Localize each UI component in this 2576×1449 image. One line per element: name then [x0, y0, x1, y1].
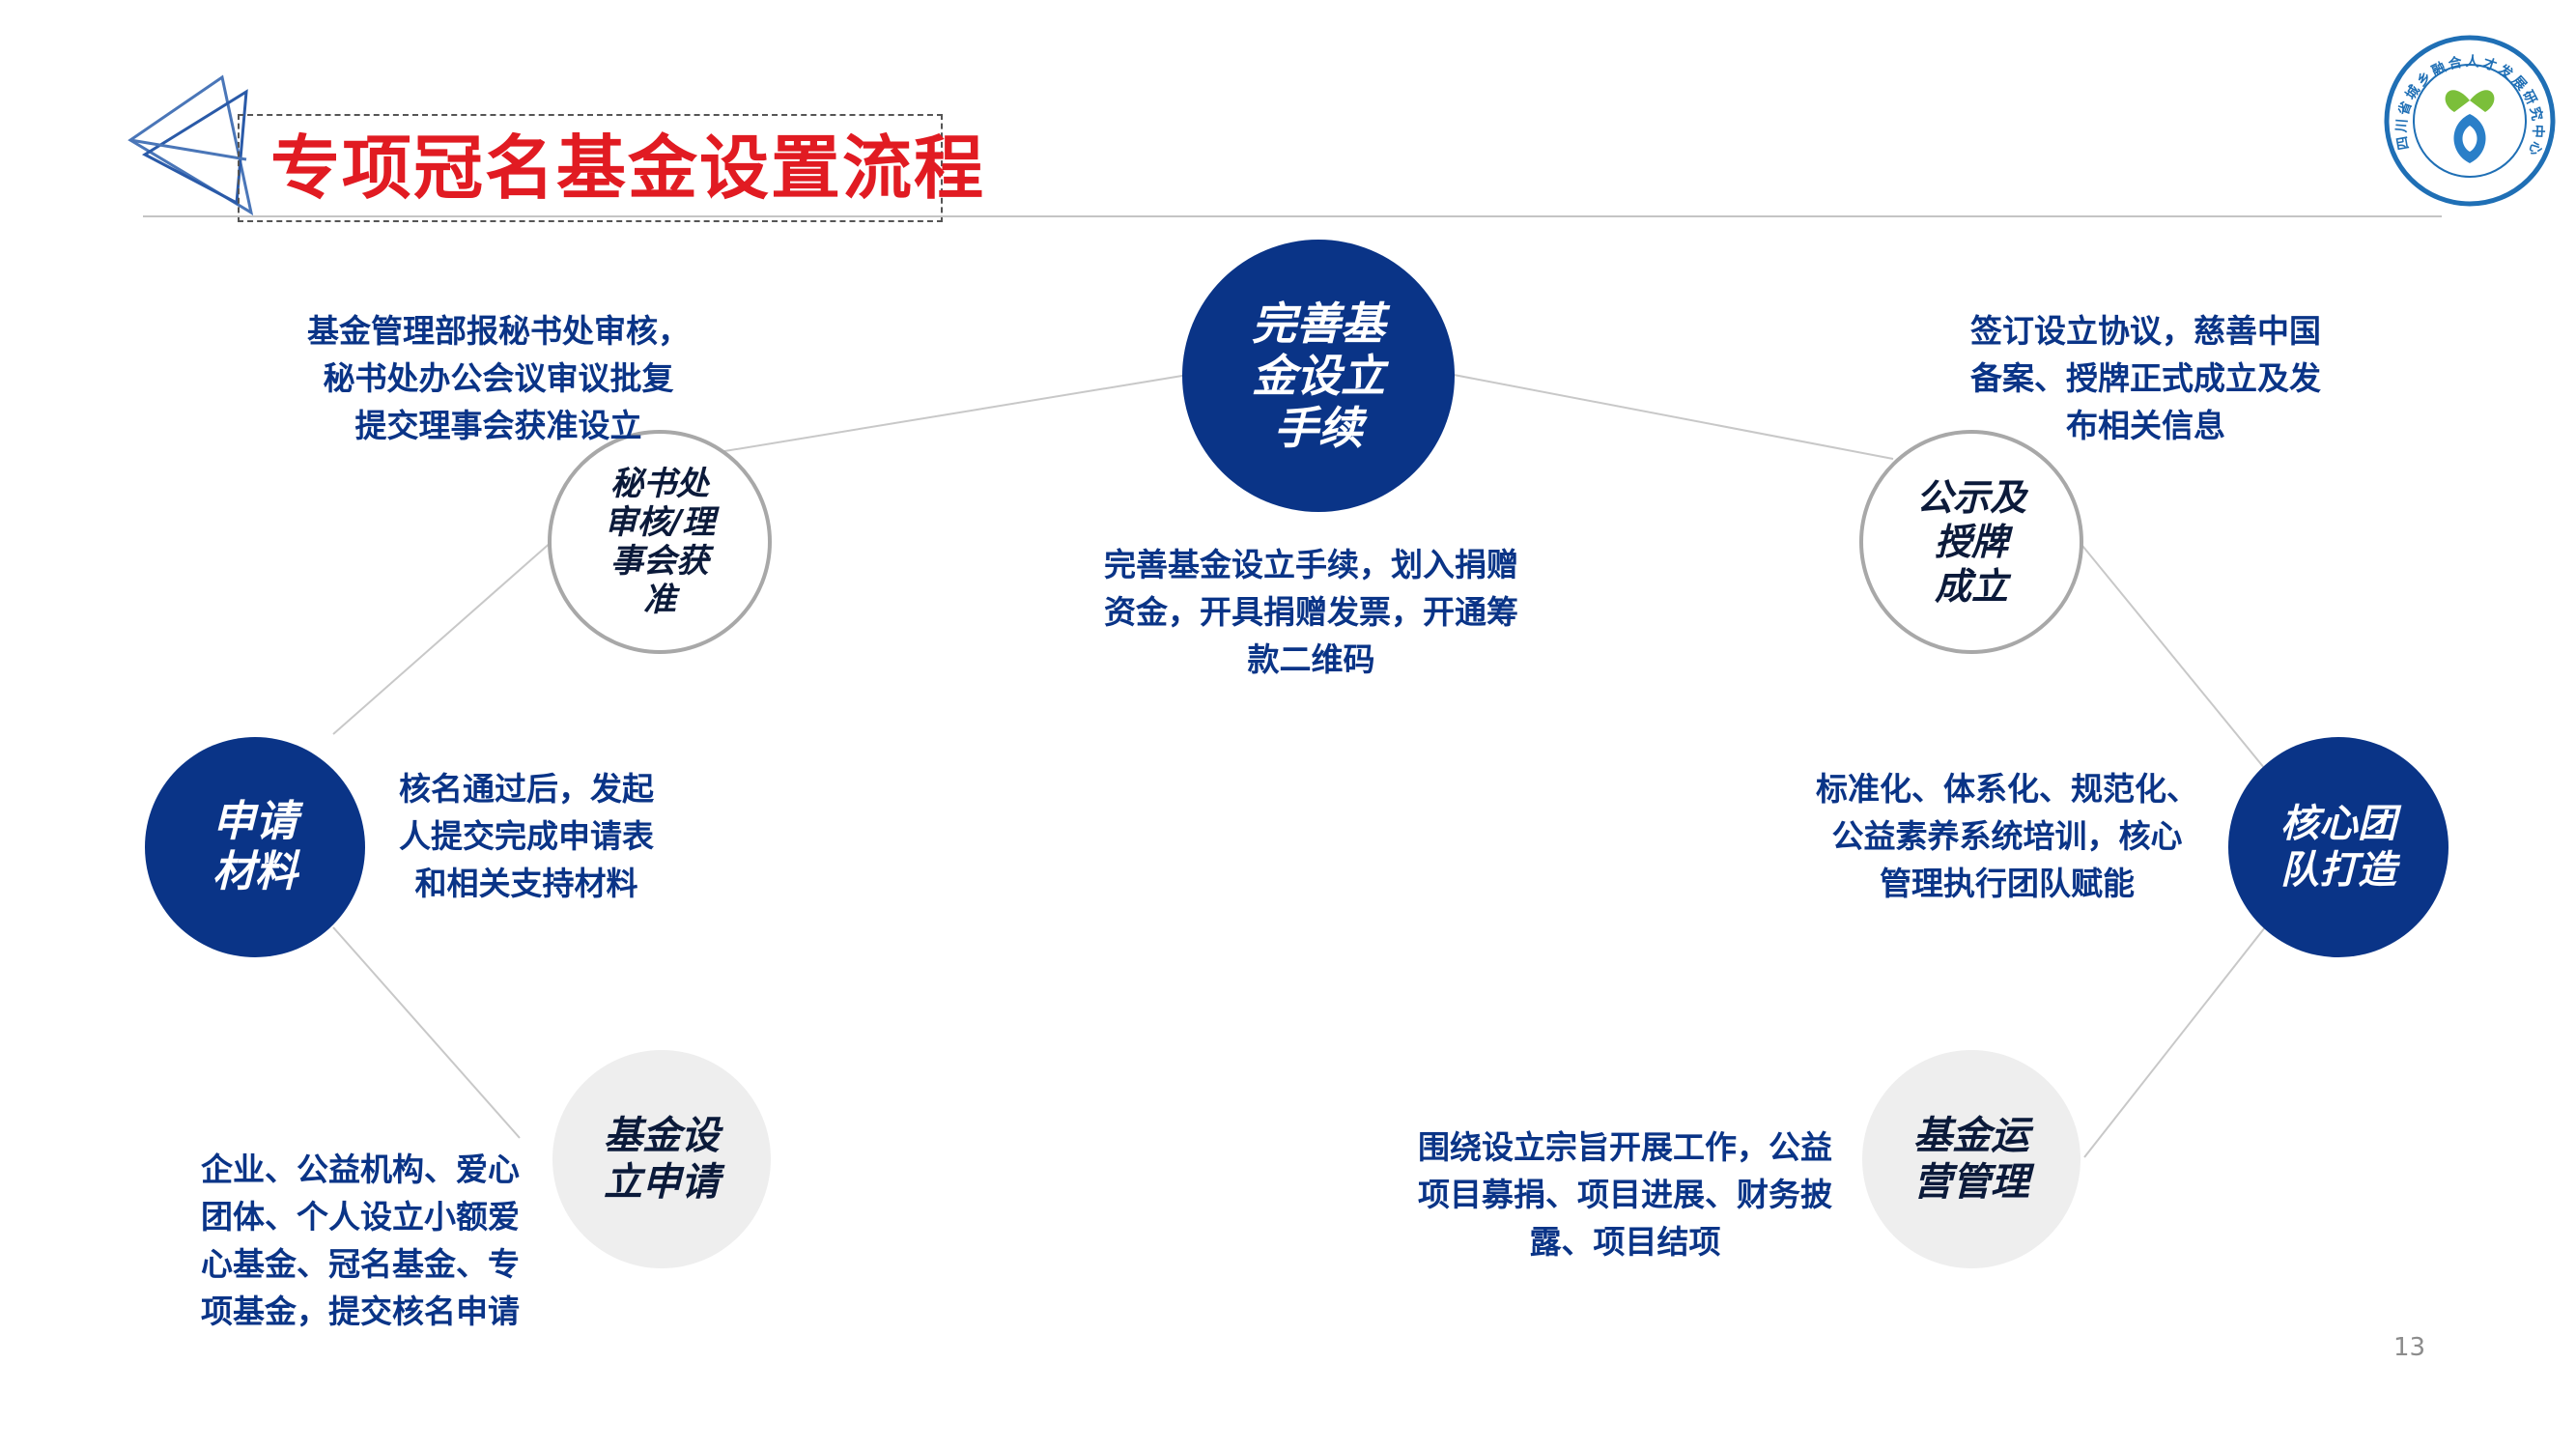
desc-fund-application: 企业、公益机构、爱心 团体、个人设立小额爱 心基金、冠名基金、专 项基金，提交核… — [201, 1151, 520, 1330]
title-divider — [143, 215, 2442, 217]
node-application-material: 申请材料 — [145, 737, 365, 957]
organization-logo: 四川省城乡融合人才发展研究中心 — [2384, 35, 2556, 207]
title-frame — [238, 114, 943, 222]
desc-application-material: 核名通过后，发起 人提交完成申请表 和相关支持材料 — [399, 770, 654, 902]
connector-fund-to-material — [332, 926, 521, 1139]
node-fund-application: 基金设立申请 — [552, 1050, 771, 1268]
connector-publicize-to-team — [2078, 540, 2266, 770]
node-complete-procedures: 完善基金设立手续 — [1182, 240, 1455, 512]
node-publicize-license: 公示及授牌成立 — [1859, 430, 2083, 654]
desc-publicize-license: 签订设立协议，慈善中国 备案、授牌正式成立及发 布相关信息 — [1970, 312, 2321, 444]
connector-complete-to-publicize — [1453, 374, 1894, 460]
node-secretariat-review: 秘书处审核/理事会获准 — [548, 430, 772, 654]
desc-fund-operation: 围绕设立宗旨开展工作，公益 项目募捐、项目进展、财务披 露、项目结项 — [1418, 1128, 1832, 1261]
node-core-team: 核心团队打造 — [2228, 737, 2449, 957]
desc-complete-procedures: 完善基金设立手续，划入捐赠 资金，开具捐赠发票，开通筹 款二维码 — [1104, 546, 1518, 678]
desc-secretariat-review: 基金管理部报秘书处审核， 秘书处办公会议审议批复 提交理事会获准设立 — [307, 312, 690, 444]
page-title: 专项冠名基金设置流程 — [270, 128, 986, 209]
desc-core-team: 标准化、体系化、规范化、 公益素养系统培训，核心 管理执行团队赋能 — [1816, 770, 2198, 902]
leaf-icon — [2445, 90, 2470, 112]
connector-review-to-complete — [694, 374, 1189, 457]
connector-team-to-operate — [2083, 926, 2266, 1158]
node-fund-operation: 基金运营管理 — [1862, 1050, 2081, 1268]
page-number: 13 — [2393, 1333, 2426, 1362]
connector-material-to-review — [332, 540, 553, 735]
title-triangle-decoration — [127, 74, 254, 216]
